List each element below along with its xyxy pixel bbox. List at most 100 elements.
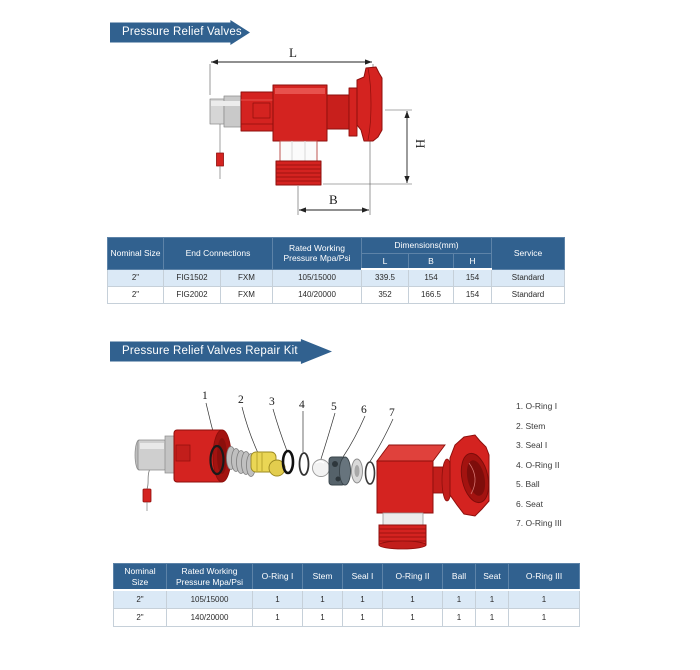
table-cell: Standard xyxy=(491,286,566,305)
cap-boss xyxy=(175,444,191,462)
table-cell: 1 xyxy=(252,608,303,628)
dimension-l: L xyxy=(211,45,372,65)
table-cell: 105/15000 xyxy=(166,589,253,610)
col-header-o-ring-2: O-Ring II xyxy=(382,563,443,592)
table-cell: 154 xyxy=(452,268,493,288)
table-cell: 154 xyxy=(408,268,454,288)
table-cell: 1 xyxy=(475,589,509,610)
legend-item: 6. Seat xyxy=(516,498,543,509)
callout-5: 5 xyxy=(331,401,337,413)
table-cell: 352 xyxy=(361,286,409,305)
col-header-ball: Ball xyxy=(442,563,476,592)
nut-bore xyxy=(466,460,486,496)
table-cell: FXM xyxy=(220,268,273,288)
section-badge-repair-kit: Pressure Relief Valves Repair Kit xyxy=(110,339,332,364)
safety-pin xyxy=(142,488,152,503)
table-row: 2" FIG1502 FXM 105/15000 339.5 154 154 S… xyxy=(107,268,566,288)
table-cell: 1 xyxy=(382,589,443,610)
hex-adapter xyxy=(240,91,274,132)
table-cell: FIG2002 xyxy=(163,286,221,305)
washer-bore xyxy=(354,465,360,477)
port-highlight xyxy=(211,101,240,106)
valve-spec-table: Nominal Size End Connections Rated Worki… xyxy=(107,237,566,305)
relief-port-step xyxy=(223,95,242,128)
table-cell: FXM xyxy=(220,286,273,305)
part-o-ring-2 xyxy=(298,452,310,476)
table-row: 2" 140/20000 1 1 1 1 1 1 1 xyxy=(113,608,580,628)
dimension-b-label: B xyxy=(329,192,338,207)
part-bonnet-cap xyxy=(134,429,232,511)
dimension-h-label: H xyxy=(413,139,428,148)
table-cell: 1 xyxy=(302,589,343,610)
body-top-face xyxy=(376,444,446,462)
repair-kit-table: Nominal Size Rated Working Pressure Mpa/… xyxy=(113,563,580,628)
table-cell: Standard xyxy=(491,268,566,288)
callout-3: 3 xyxy=(269,396,275,408)
body-highlight xyxy=(275,88,325,94)
table-cell: 339.5 xyxy=(361,268,409,288)
section-badge-pressure-relief-valves: Pressure Relief Valves xyxy=(110,20,250,45)
thread-lines xyxy=(276,164,321,182)
callout-4: 4 xyxy=(299,399,305,411)
table-cell: 1 xyxy=(252,589,303,610)
dimension-l-label: L xyxy=(289,45,297,60)
table-row: 2" FIG2002 FXM 140/20000 352 166.5 154 S… xyxy=(107,286,566,305)
cap-highlight xyxy=(140,443,164,449)
parts-legend: 1. O-Ring I 2. Stem 3. Seal I 4. O-Ring … xyxy=(516,401,562,538)
part-o-ring-1 xyxy=(209,444,225,476)
col-header-o-ring-1: O-Ring I xyxy=(252,563,303,592)
legend-item: 7. O-Ring III xyxy=(516,518,562,528)
col-header-h: H xyxy=(452,252,493,271)
valve-illustration xyxy=(209,66,383,186)
outlet-collar xyxy=(382,512,424,526)
part-o-ring-3 xyxy=(351,458,376,485)
part-ball xyxy=(312,459,330,477)
table-cell: 2" xyxy=(107,286,164,305)
hex-detail xyxy=(252,102,271,119)
callout-6: 6 xyxy=(361,404,367,416)
neck xyxy=(326,94,350,130)
col-header-rated-pressure: Rated Working Pressure Mpa/Psi xyxy=(166,563,253,592)
col-header-dimensions: Dimensions(mm) xyxy=(360,237,493,254)
col-header-rated-pressure: Rated Working Pressure Mpa/Psi xyxy=(272,237,362,270)
cap-step xyxy=(164,435,175,474)
col-header-seat: Seat xyxy=(475,563,509,592)
col-header-end-connections: End Connections xyxy=(163,237,273,270)
wing-nut-line xyxy=(367,67,372,141)
part-valve-body xyxy=(376,434,490,550)
callout-7: 7 xyxy=(389,407,395,419)
seat-hole xyxy=(332,461,338,467)
valve-dimension-drawing: L H B xyxy=(209,45,428,215)
table-cell: 1 xyxy=(302,608,343,628)
col-header-l: L xyxy=(361,252,409,271)
thread-arc xyxy=(468,462,476,495)
flange xyxy=(348,87,358,137)
callout-1: 1 xyxy=(202,390,208,402)
table-cell: 1 xyxy=(382,608,443,628)
wing-nut xyxy=(356,66,383,142)
callout-leader-lines xyxy=(205,402,394,464)
part-stem xyxy=(226,446,286,477)
table-cell: 140/20000 xyxy=(166,608,253,628)
extension-lines xyxy=(209,64,412,215)
table-cell: 2" xyxy=(113,589,167,610)
table-cell: 1 xyxy=(342,608,383,628)
seat-hole xyxy=(335,476,341,482)
table-cell: 166.5 xyxy=(408,286,454,305)
col-header-nominal-size: Nominal Size xyxy=(107,237,164,270)
outlet-collar xyxy=(279,140,318,162)
part-seal-1 xyxy=(281,449,295,475)
table-cell: 1 xyxy=(508,589,580,610)
table-cell: FIG1502 xyxy=(163,268,221,288)
col-header-service: Service xyxy=(491,237,566,270)
outlet-rim xyxy=(378,540,427,550)
col-header-o-ring-3: O-Ring III xyxy=(508,563,580,592)
seat-face xyxy=(339,456,351,486)
legend-item: 1. O-Ring I xyxy=(516,401,558,411)
table-cell: 2" xyxy=(113,608,167,628)
table-cell: 1 xyxy=(475,608,509,628)
ball-highlight xyxy=(315,460,325,464)
callout-numbers: 1 2 3 4 5 6 7 xyxy=(202,390,395,419)
badge-label: Pressure Relief Valves xyxy=(122,26,242,38)
table-cell: 1 xyxy=(342,589,383,610)
